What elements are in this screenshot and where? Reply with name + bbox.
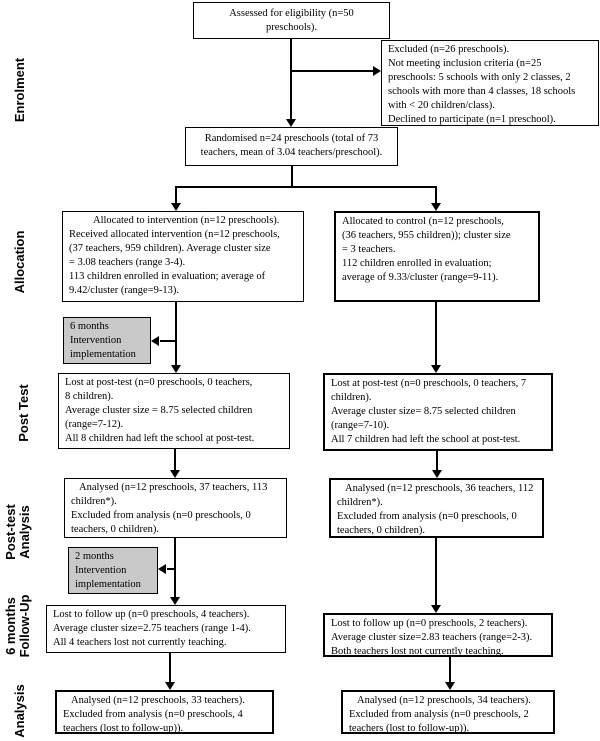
excluded-box: Excluded (n=26 preschools). Not meeting … [381,40,599,126]
arrowhead-down-lost-post-test-intervention [171,365,181,373]
arrowhead-down-analysed-control [432,470,442,478]
arrowhead-down-allocation-intervention [171,203,181,211]
analysed-final-control-box: Analysed (n=12 preschools, 34 teachers).… [341,690,555,734]
arrowhead-right-excluded [373,66,381,76]
stage-label-allocation: Allocation [12,230,27,294]
arrowhead-down-analysed-intervention [170,470,180,478]
arrow-line-assessed-to-randomised [290,39,292,120]
line-follow-up-to-final-intervention [169,653,171,683]
line-analysed-to-follow-up-control [435,538,437,606]
line-branch-horizontal [176,186,436,188]
lost-post-test-intervention-box: Lost at post-test (n=0 preschools, 0 tea… [58,373,290,449]
arrowhead-down-allocation-control [431,203,441,211]
arrowhead-down-randomised [286,119,296,127]
analysed-final-intervention-box: Analysed (n=12 preschools, 33 teachers).… [55,690,274,734]
lost-follow-up-intervention-box: Lost to follow up (n=0 preschools, 4 tea… [46,605,286,653]
randomised-box: Randomised n=24 preschools (total of 73 … [185,127,398,166]
line-to-two-months-box [167,568,175,570]
arrowhead-down-lost-post-test-control [431,365,441,373]
line-post-test-to-analysed-intervention [174,449,176,471]
line-post-test-to-analysed-control [436,451,438,471]
assessed-eligibility-box: Assessed for eligibility (n=50 preschool… [193,2,390,39]
line-branch-left-down [175,186,177,203]
arrowhead-down-final-analysed-control [445,682,455,690]
stage-label-analysis: Analysis [12,684,27,738]
stage-label-enrolment: Enrolment [12,57,27,123]
line-follow-up-to-final-control [449,657,451,683]
two-months-implementation-box: 2 months Intervention implementation [68,547,158,594]
line-randomised-down [291,166,293,186]
lost-follow-up-control-box: Lost to follow up (n=0 preschools, 2 tea… [323,613,553,657]
line-control-to-post-test [435,302,437,365]
lost-post-test-control-box: Lost at post-test (n=0 preschools, 0 tea… [323,373,553,451]
analysed-post-test-control-box: Analysed (n=12 preschools, 36 teachers, … [329,478,544,538]
allocated-intervention-box: Allocated to intervention (n=12 preschoo… [62,211,304,302]
arrowhead-left-six-months-box [151,336,159,346]
six-months-implementation-box: 6 months Intervention implementation [63,317,151,364]
arrow-line-to-excluded [291,70,373,72]
analysed-post-test-intervention-box: Analysed (n=12 preschools, 37 teachers, … [64,478,287,538]
line-to-six-months-box [160,340,176,342]
line-branch-right-down [435,186,437,203]
line-analysed-to-follow-up-intervention [174,538,176,598]
arrowhead-down-lost-follow-up-control [431,605,441,613]
arrowhead-down-lost-follow-up-intervention [170,597,180,605]
arrowhead-left-two-months-box [158,564,166,574]
arrowhead-down-final-analysed-intervention [165,682,175,690]
allocated-control-box: Allocated to control (n=12 preschools, (… [334,211,540,302]
line-intervention-to-post-test [175,302,177,365]
